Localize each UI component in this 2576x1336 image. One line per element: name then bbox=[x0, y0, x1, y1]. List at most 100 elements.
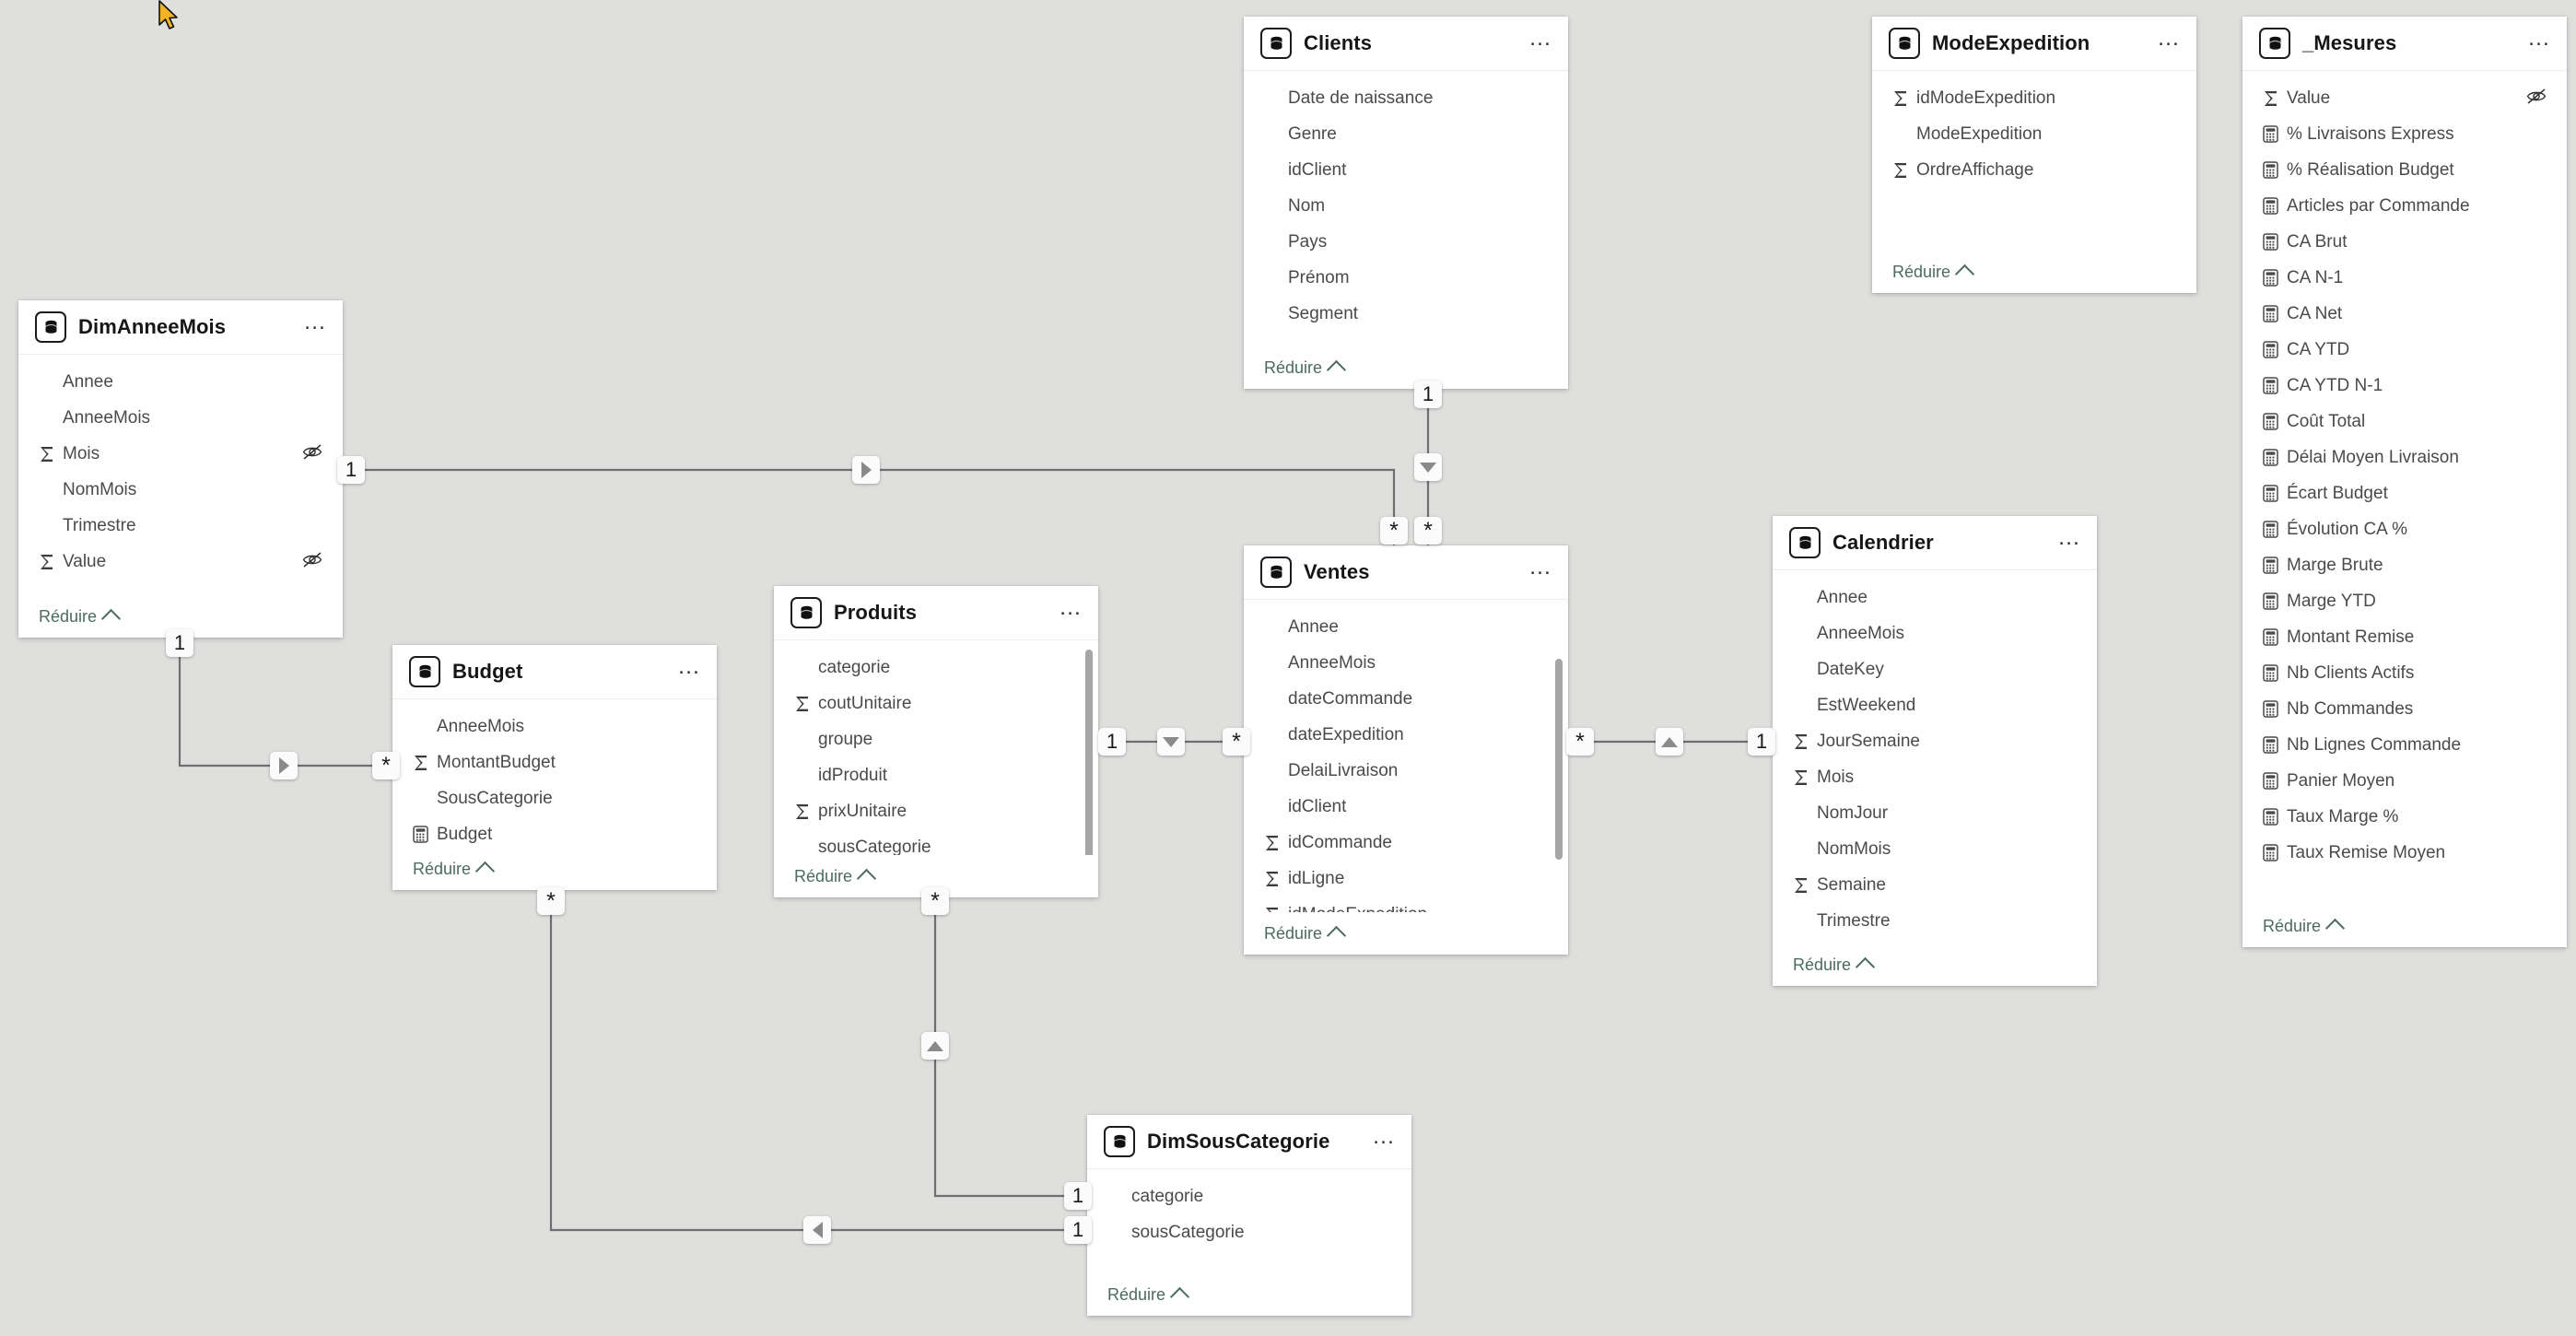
field-row[interactable]: NomMois bbox=[18, 472, 343, 508]
cardinality-badge[interactable]: * bbox=[1414, 517, 1442, 545]
field-row[interactable]: AnneeMois bbox=[1773, 615, 2097, 651]
field-row[interactable]: idLigne bbox=[1244, 861, 1568, 897]
field-row[interactable]: Marge YTD bbox=[2242, 583, 2567, 619]
field-row[interactable]: Trimestre bbox=[1773, 903, 2097, 939]
field-row[interactable]: Annee bbox=[18, 364, 343, 400]
cardinality-badge[interactable]: 1 bbox=[1064, 1216, 1092, 1244]
cardinality-badge[interactable]: 1 bbox=[1748, 728, 1775, 756]
field-row[interactable]: AnneeMois bbox=[1244, 645, 1568, 681]
cardinality-badge[interactable]: * bbox=[921, 887, 949, 915]
cardinality-badge[interactable]: * bbox=[372, 752, 400, 779]
ellipsis-icon[interactable]: … bbox=[1059, 594, 1083, 621]
cardinality-badge[interactable]: * bbox=[1380, 517, 1408, 545]
collapse-button[interactable]: Réduire bbox=[1107, 1285, 1190, 1307]
collapse-button[interactable]: Réduire bbox=[1264, 924, 1347, 946]
field-row[interactable]: coutUnitaire bbox=[774, 686, 1098, 721]
filter-direction-right-icon[interactable] bbox=[270, 752, 298, 779]
field-row[interactable]: dateCommande bbox=[1244, 681, 1568, 717]
field-row[interactable]: idClient bbox=[1244, 152, 1568, 188]
field-row[interactable]: NomMois bbox=[1773, 831, 2097, 867]
field-row[interactable]: CA Net bbox=[2242, 296, 2567, 332]
ellipsis-icon[interactable]: … bbox=[1528, 554, 1553, 580]
field-row[interactable]: Délai Moyen Livraison bbox=[2242, 439, 2567, 475]
field-row[interactable]: CA N-1 bbox=[2242, 260, 2567, 296]
table-header-budget[interactable]: Budget… bbox=[392, 645, 717, 699]
field-row[interactable]: Annee bbox=[1244, 609, 1568, 645]
collapse-button[interactable]: Réduire bbox=[1892, 263, 1975, 285]
field-row[interactable]: Nb Clients Actifs bbox=[2242, 655, 2567, 691]
field-row[interactable]: Marge Brute bbox=[2242, 547, 2567, 583]
field-row[interactable]: idModeExpedition bbox=[1872, 80, 2196, 116]
cardinality-badge[interactable]: 1 bbox=[1098, 728, 1126, 756]
ellipsis-icon[interactable]: … bbox=[2527, 25, 2552, 52]
field-row[interactable]: % Réalisation Budget bbox=[2242, 152, 2567, 188]
field-row[interactable]: NomJour bbox=[1773, 795, 2097, 831]
filter-direction-left-icon[interactable] bbox=[803, 1216, 831, 1244]
field-row[interactable]: SousCategorie bbox=[392, 780, 717, 816]
ellipsis-icon[interactable]: … bbox=[677, 653, 702, 680]
field-row[interactable]: idProduit bbox=[774, 757, 1098, 793]
field-row[interactable]: CA Brut bbox=[2242, 224, 2567, 260]
table-header-dimanneemois[interactable]: DimAnneeMois… bbox=[18, 300, 343, 355]
field-row[interactable]: prixUnitaire bbox=[774, 793, 1098, 829]
field-row[interactable]: DateKey bbox=[1773, 651, 2097, 687]
field-row[interactable]: OrdreAffichage bbox=[1872, 152, 2196, 188]
table-card-mesures[interactable]: _Mesures…Value% Livraisons Express% Réal… bbox=[2242, 17, 2567, 947]
field-row[interactable]: Panier Moyen bbox=[2242, 763, 2567, 799]
table-header-calendrier[interactable]: Calendrier… bbox=[1773, 516, 2097, 570]
field-row[interactable]: sousCategorie bbox=[774, 829, 1098, 856]
vertical-scrollbar[interactable] bbox=[1085, 650, 1093, 855]
cardinality-badge[interactable]: * bbox=[537, 887, 565, 915]
field-row[interactable]: Écart Budget bbox=[2242, 475, 2567, 511]
field-row[interactable]: Évolution CA % bbox=[2242, 511, 2567, 547]
ellipsis-icon[interactable]: … bbox=[2157, 25, 2182, 52]
filter-direction-right-icon[interactable] bbox=[852, 456, 880, 484]
filter-direction-up-icon[interactable] bbox=[921, 1032, 949, 1060]
ellipsis-icon[interactable]: … bbox=[1528, 25, 1553, 52]
field-row[interactable]: CA YTD N-1 bbox=[2242, 368, 2567, 404]
field-row[interactable]: Value bbox=[18, 544, 343, 580]
field-row[interactable]: ModeExpedition bbox=[1872, 116, 2196, 152]
table-header-ventes[interactable]: Ventes… bbox=[1244, 545, 1568, 600]
filter-direction-up-icon[interactable] bbox=[1656, 728, 1683, 756]
table-header-produits[interactable]: Produits… bbox=[774, 586, 1098, 640]
collapse-button[interactable]: Réduire bbox=[2263, 917, 2346, 939]
field-row[interactable]: categorie bbox=[774, 650, 1098, 686]
field-row[interactable]: DelaiLivraison bbox=[1244, 753, 1568, 789]
collapse-button[interactable]: Réduire bbox=[794, 867, 877, 889]
table-header-clients[interactable]: Clients… bbox=[1244, 17, 1568, 71]
field-row[interactable]: Prénom bbox=[1244, 260, 1568, 296]
cardinality-badge[interactable]: 1 bbox=[166, 629, 193, 657]
collapse-button[interactable]: Réduire bbox=[39, 607, 122, 629]
field-row[interactable]: Coût Total bbox=[2242, 404, 2567, 439]
collapse-button[interactable]: Réduire bbox=[1264, 358, 1347, 381]
field-row[interactable]: Trimestre bbox=[18, 508, 343, 544]
field-row[interactable]: Nb Lignes Commande bbox=[2242, 727, 2567, 763]
field-row[interactable]: Value bbox=[2242, 80, 2567, 116]
cardinality-badge[interactable]: 1 bbox=[337, 456, 365, 484]
field-row[interactable]: Mois bbox=[1773, 759, 2097, 795]
field-row[interactable]: Budget bbox=[392, 816, 717, 848]
field-row[interactable]: categorie bbox=[1087, 1178, 1411, 1214]
cardinality-badge[interactable]: * bbox=[1566, 728, 1594, 756]
field-row[interactable]: Mois bbox=[18, 436, 343, 472]
hidden-eye-icon[interactable] bbox=[302, 551, 322, 572]
field-row[interactable]: AnneeMois bbox=[18, 400, 343, 436]
field-row[interactable]: idClient bbox=[1244, 789, 1568, 825]
field-row[interactable]: Segment bbox=[1244, 296, 1568, 332]
ellipsis-icon[interactable]: … bbox=[303, 309, 328, 335]
field-row[interactable]: Pays bbox=[1244, 224, 1568, 260]
table-header-modeexpedition[interactable]: ModeExpedition… bbox=[1872, 17, 2196, 71]
field-row[interactable]: Genre bbox=[1244, 116, 1568, 152]
hidden-eye-icon[interactable] bbox=[2526, 88, 2547, 109]
field-row[interactable]: % Livraisons Express bbox=[2242, 116, 2567, 152]
ellipsis-icon[interactable]: … bbox=[1372, 1123, 1397, 1150]
field-row[interactable]: MontantBudget bbox=[392, 744, 717, 780]
field-row[interactable]: Taux Remise Moyen bbox=[2242, 835, 2567, 871]
filter-direction-down-icon[interactable] bbox=[1157, 728, 1185, 756]
